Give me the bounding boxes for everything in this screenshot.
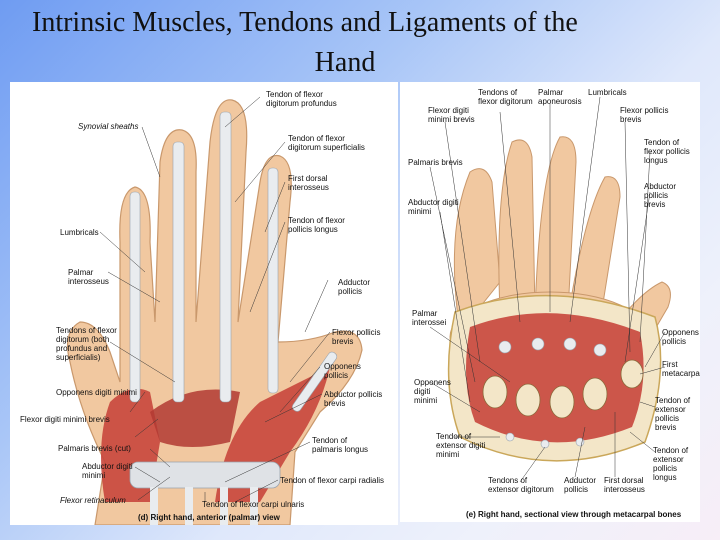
label-tendon-flexor-carpi-radialis: Tendon of flexor carpi radialis	[280, 476, 385, 485]
label-palmar-interosseus: Palmar interosseus	[68, 268, 109, 286]
hand-sectional-figure: Tendons of flexor digitorum Palmar apone…	[400, 82, 700, 522]
label-flexor-pollicis-brevis-right: Flexor pollicis brevis	[620, 106, 669, 124]
label-lumbricals: Lumbricals	[60, 228, 99, 237]
label-tendon-palmaris-longus: Tendon of palmaris longus	[312, 436, 369, 454]
label-abductor-digiti-minimi-right: Abductor digiti minimi	[408, 198, 459, 216]
label-palmaris-brevis-right: Palmaris brevis	[408, 158, 463, 167]
hand-anterior-illustration	[67, 96, 363, 525]
slide-title-line1: Intrinsic Muscles, Tendons and Ligaments…	[32, 7, 578, 38]
label-tendon-extensor-pollicis-brevis: Tendon of extensor pollicis brevis	[655, 396, 691, 432]
label-tendon-flexor-carpi-ulnaris: Tendon of flexor carpi ulnaris	[202, 500, 305, 509]
label-abductor-digiti-minimi: Abductor digiti minimi	[82, 462, 133, 480]
label-abductor-pollicis-brevis-right: Abductor pollicis brevis	[644, 182, 677, 209]
label-adductor-pollicis-right: Adductor pollicis	[564, 476, 597, 494]
label-flexor-pollicis-brevis: Flexor pollicis brevis	[332, 328, 381, 346]
hand-sectional-illustration	[429, 96, 671, 483]
label-tendons-flexor-digitorum-top: Tendons of flexor digitorum	[478, 88, 533, 106]
label-synovial-sheaths: Synovial sheaths	[78, 122, 139, 131]
label-tendon-flexor-digitorum-superficialis: Tendon of flexor digitorum superficialis	[288, 134, 365, 152]
label-tendon-flexor-pollicis-longus: Tendon of flexor pollicis longus	[288, 216, 345, 234]
label-palmar-interossei: Palmar interossei	[412, 309, 447, 327]
label-palmar-aponeurosis: Palmar aponeurosis	[538, 88, 582, 106]
label-flexor-digiti-minimi-brevis: Flexor digiti minimi brevis	[20, 415, 110, 424]
label-flexor-digiti-minimi-brevis-right: Flexor digiti minimi brevis	[428, 106, 475, 124]
label-opponens-pollicis: Opponens pollicis	[324, 362, 361, 380]
label-tendon-extensor-pollicis-longus: Tendon of extensor pollicis longus	[653, 446, 689, 482]
label-opponens-digiti-minimi-right: Opponens digiti minimi	[414, 378, 451, 405]
label-first-dorsal-interosseus-right: First dorsal interosseus	[604, 476, 645, 494]
label-tendons-extensor-digitorum: Tendons of extensor digitorum	[488, 476, 554, 494]
hand-anterior-figure: Tendon of flexor digitorum profundus Syn…	[10, 82, 398, 525]
label-tendon-flexor-pollicis-longus-right: Tendon of flexor pollicis longus	[644, 138, 690, 165]
right-figure-caption: (e) Right hand, sectional view through m…	[466, 510, 682, 519]
label-palmaris-brevis-cut: Palmaris brevis (cut)	[58, 444, 131, 453]
label-first-dorsal-interosseus: First dorsal interosseus	[288, 174, 329, 192]
label-adductor-pollicis: Adductor pollicis	[338, 278, 371, 296]
left-figure-caption: (d) Right hand, anterior (palmar) view	[138, 513, 280, 522]
label-flexor-retinaculum: Flexor retinaculum	[60, 496, 126, 505]
slide-title-line2: Hand	[314, 47, 376, 78]
label-tendon-flexor-digitorum-profundus: Tendon of flexor digitorum profundus	[266, 90, 337, 108]
label-lumbricals-right: Lumbricals	[588, 88, 627, 97]
label-opponens-pollicis-right: Opponens pollicis	[662, 328, 699, 346]
label-abductor-pollicis-brevis: Abductor pollicis brevis	[324, 390, 383, 408]
label-tendons-flexor-digitorum-both: Tendons of flexor digitorum (both profun…	[56, 326, 117, 362]
label-opponens-digiti-minimi: Opponens digiti minimi	[56, 388, 137, 397]
label-first-metacarpal: First metacarpal	[662, 360, 700, 378]
label-tendon-extensor-digiti-minimi: Tendon of extensor digiti minimi	[436, 432, 486, 459]
